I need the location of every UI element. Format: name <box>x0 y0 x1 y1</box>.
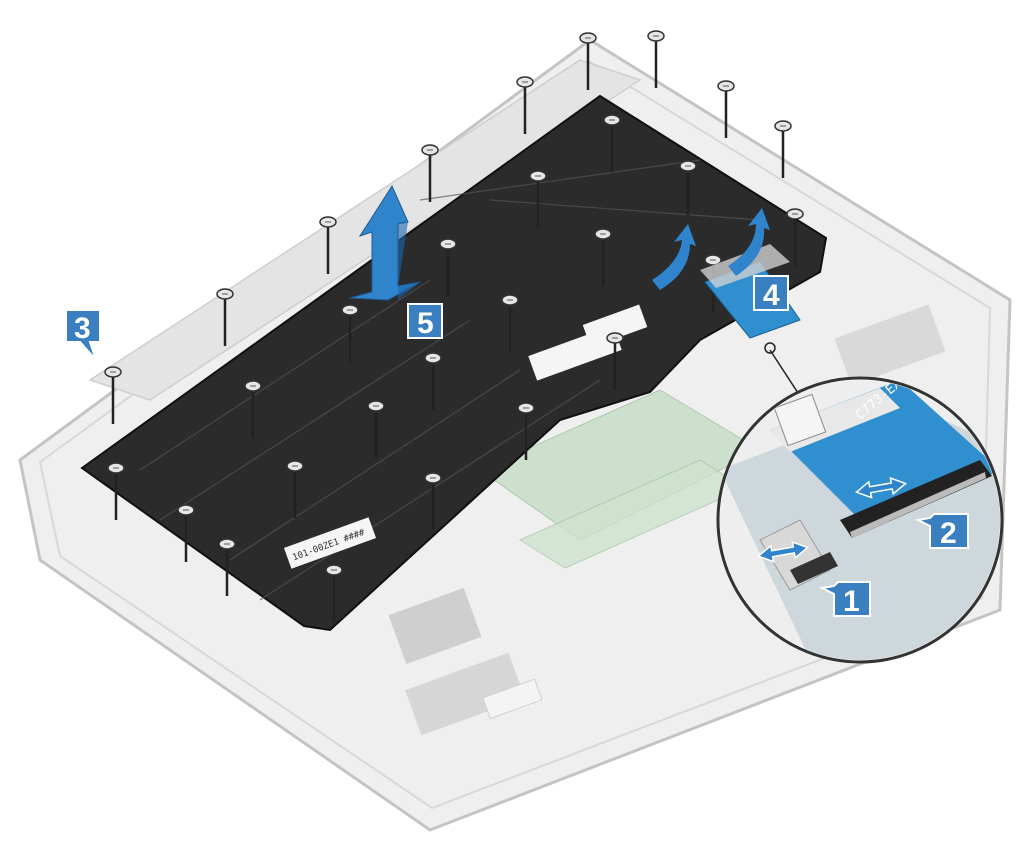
step-5-callout: 5 <box>407 303 443 340</box>
step-5-label: 5 <box>417 307 434 340</box>
step-1-callout: 1 <box>818 581 871 618</box>
slide-arrow-icon <box>652 208 770 290</box>
lift-arrow-icon <box>349 184 421 301</box>
step-2-callout: 2 <box>914 513 969 550</box>
step-3-callout: 3 <box>65 309 101 361</box>
keyboard-plate: 101-00ZE1 #### <box>80 94 828 632</box>
step-1-label: 1 <box>843 585 860 618</box>
step-2-label: 2 <box>940 517 957 550</box>
callout-leader <box>769 349 801 397</box>
step-4-callout: 4 <box>753 275 789 312</box>
step-3-label: 3 <box>74 312 91 345</box>
step-4-label: 4 <box>763 279 780 312</box>
